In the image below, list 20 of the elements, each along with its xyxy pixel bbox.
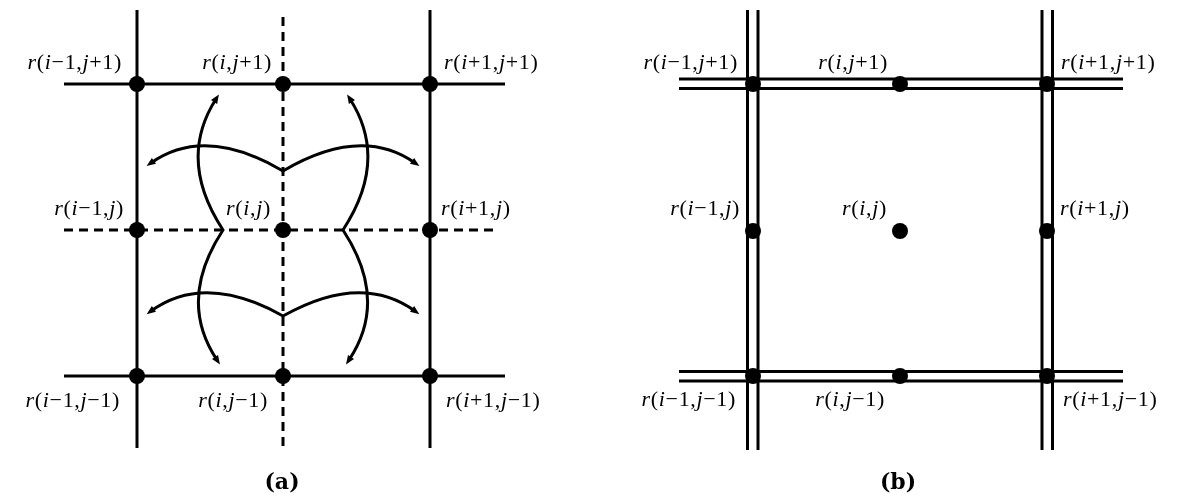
point-label: r(i,j): [842, 197, 887, 219]
panel-caption: (b): [879, 470, 917, 492]
panel-caption: (a): [264, 470, 300, 492]
point-label: r(i+1,j): [1060, 197, 1130, 219]
point-label: r(i+1,j−1): [1063, 388, 1158, 410]
point-label: r(i−1,j): [670, 197, 740, 219]
point-label: r(i+1,j): [441, 197, 511, 219]
point-label: r(i+1,j+1): [444, 51, 539, 73]
point-label: r(i+1,j+1): [1061, 51, 1156, 73]
point-label: r(i−1,j−1): [641, 388, 736, 410]
point-label: r(i−1,j): [54, 197, 124, 219]
point-label: r(i,j−1): [815, 388, 885, 410]
point-label: r(i,j+1): [818, 51, 888, 73]
point-label: r(i−1,j+1): [643, 51, 738, 73]
point-label: r(i+1,j−1): [446, 389, 541, 411]
point-label: r(i,j): [226, 197, 271, 219]
point-label: r(i−1,j−1): [25, 389, 120, 411]
point-label: r(i,j+1): [202, 51, 272, 73]
point-label: r(i−1,j+1): [27, 51, 122, 73]
point-label: r(i,j−1): [198, 389, 268, 411]
